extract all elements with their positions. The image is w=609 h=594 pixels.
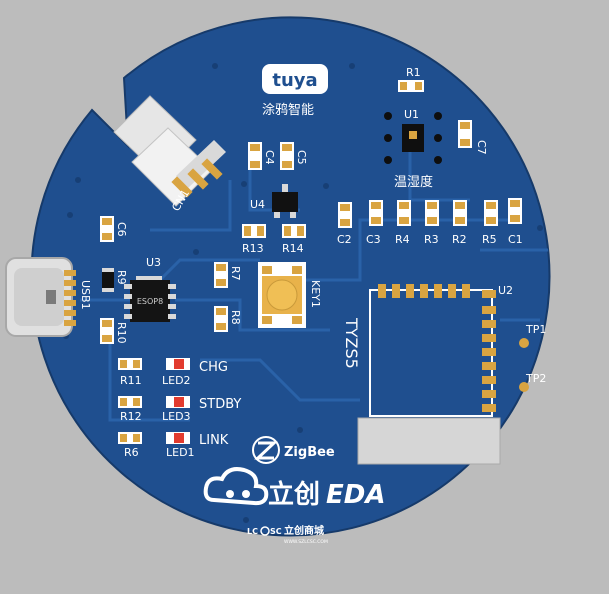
passive-row [338,198,522,228]
r14-resistor [282,224,306,238]
sensor-cn-text: 温湿度 [394,174,433,190]
label-r2: R2 [452,233,467,246]
r1-resistor [398,80,424,92]
tuya-logo: tuya [262,64,328,94]
tp2-pad [519,382,529,392]
c3-capacitor [369,200,383,226]
label-r13: R13 [242,242,264,255]
label-tp1: TP1 [525,323,546,336]
tp1-pad [519,338,529,348]
r13-resistor [242,224,266,238]
r2-resistor [453,200,467,226]
eda-cn-text: 立创 [268,479,320,510]
lcsc-logo-text: LC [247,527,258,536]
label-r1: R1 [406,66,421,79]
label-r3: R3 [424,233,439,246]
u3-chip-text: ESOP8 [137,297,163,306]
led-row-link [118,432,190,444]
r7-resistor [214,262,228,288]
zigbee-logo [252,436,280,464]
lcsc-logo: LC SC [247,526,282,536]
u4-regulator [272,184,298,218]
r3-resistor [425,200,439,226]
label-c7: C7 [475,140,488,155]
label-u2: U2 [498,284,513,297]
tuya-logo-text: tuya [272,70,317,91]
lcsc-url-text: WWW.SZLCSC.COM [284,539,328,545]
eda-cloud-icon [203,467,269,506]
cn1-connector [113,95,226,207]
label-r11: R11 [120,374,142,387]
tuya-cn-text: 涂鸦智能 [262,102,314,118]
label-r5: R5 [482,233,497,246]
label-r7: R7 [229,266,242,281]
r4-resistor [397,200,411,226]
label-r4: R4 [395,233,410,246]
label-led3: LED3 [162,410,191,423]
u2-module [357,284,501,465]
lcsc-cn-text: 立创商城 [284,524,324,537]
label-link: LINK [199,433,229,448]
label-c2: C2 [337,233,352,246]
led-row-chg [118,358,190,370]
label-tp2: TP2 [525,372,546,385]
label-tyzs5: TYZS5 [342,317,361,369]
u1-sensor [384,112,442,164]
label-c3: C3 [366,233,381,246]
label-led1: LED1 [166,446,195,459]
label-chg: CHG [199,360,228,375]
label-led2: LED2 [162,374,191,387]
label-r9: R9 [115,270,128,285]
label-r14: R14 [282,242,304,255]
key1-button [258,262,306,328]
c6-capacitor [100,216,114,242]
label-c4: C4 [263,150,276,165]
r10-resistor [100,318,114,344]
r8-resistor [214,306,228,332]
label-r8: R8 [229,310,242,325]
eda-text: EDA [326,480,385,510]
lcsc-logo-text2: SC [270,527,282,536]
r5-resistor [484,200,498,226]
c5-capacitor [280,142,294,170]
led-row-stdby [118,396,190,408]
label-r6: R6 [124,446,139,459]
c7-capacitor [458,120,472,148]
label-u4: U4 [250,198,265,211]
label-key1: KEY1 [309,280,322,308]
label-u1: U1 [404,108,419,121]
label-r12: R12 [120,410,142,423]
label-c5: C5 [295,150,308,165]
c2-capacitor [338,202,352,228]
zigbee-text: ZigBee [284,445,335,460]
u3-chip: ESOP8 [124,276,176,322]
label-r10: R10 [115,322,128,344]
label-u3: U3 [146,256,161,269]
label-usb1: USB1 [79,280,92,310]
c1-capacitor [508,198,522,224]
r9-resistor [102,268,114,292]
label-c1: C1 [508,233,523,246]
c4-capacitor [248,142,262,170]
label-stdby: STDBY [199,397,241,412]
label-c6: C6 [115,222,128,237]
usb1-connector [5,257,76,337]
